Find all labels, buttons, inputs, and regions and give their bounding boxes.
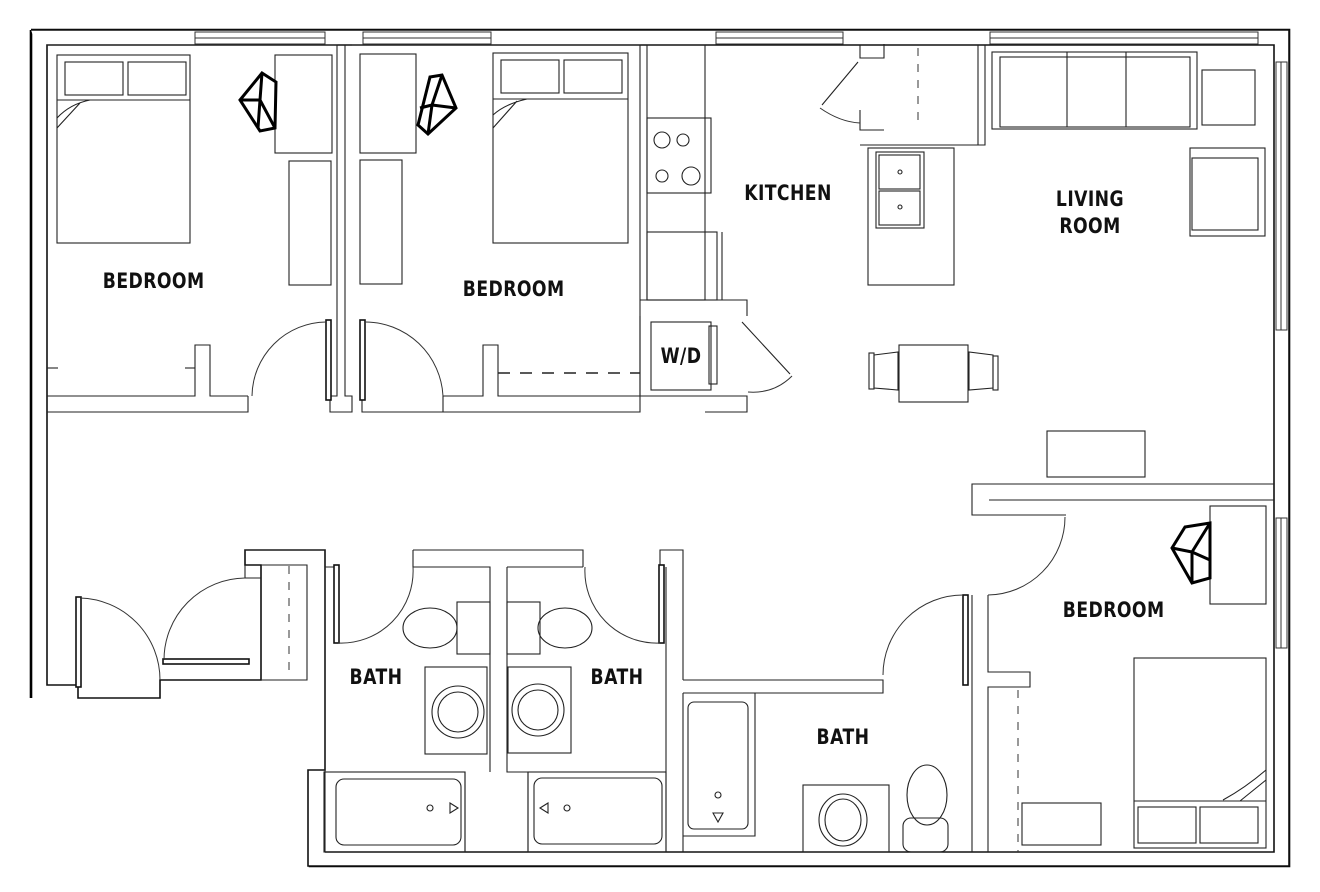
- bed-1: [56, 54, 191, 244]
- coat-closet: [162, 549, 325, 681]
- desk-chair-3: [1170, 521, 1212, 585]
- entry-door: [75, 596, 161, 688]
- bed-3: [1133, 657, 1267, 849]
- room-label-bedroom-1: BEDROOM: [102, 269, 205, 293]
- sink-2: [507, 666, 572, 754]
- sink-1: [424, 666, 488, 755]
- sofa: [991, 51, 1198, 130]
- armchair: [1189, 147, 1266, 237]
- windows: [194, 31, 1288, 649]
- room-label-bath-2: BATH: [590, 665, 644, 689]
- room-label-bath-1: BATH: [349, 665, 403, 689]
- bedroom-1-walls: [47, 44, 353, 413]
- toilet-2: [506, 601, 593, 655]
- toilet-1: [402, 601, 491, 655]
- room-label-kitchen: KITCHEN: [744, 181, 832, 205]
- dresser-3: [1021, 802, 1102, 846]
- bed-2: [492, 52, 629, 244]
- toilet-3: [902, 764, 949, 853]
- desk-chair-2: [416, 73, 458, 137]
- bath-1-walls: [324, 549, 584, 852]
- desk-chair-1: [238, 71, 278, 133]
- bathtub-2: [527, 771, 667, 853]
- dining-table: [868, 344, 999, 403]
- room-label-living-room-line1: LIVING: [1055, 187, 1125, 211]
- sink-3: [802, 784, 890, 853]
- bathtub-3: [687, 701, 749, 830]
- kitchen-island-sink: [867, 147, 955, 286]
- room-label-laundry: W/D: [660, 344, 702, 368]
- exterior-walls: [29, 28, 1291, 868]
- bathtub-1: [323, 771, 466, 853]
- desk-2: [359, 53, 417, 285]
- bedroom-3-walls: [882, 483, 1274, 852]
- room-label-living-room-line2: ROOM: [1059, 214, 1121, 238]
- room-label-bedroom-2: BEDROOM: [462, 277, 565, 301]
- bedroom-2-walls: [352, 44, 641, 413]
- bath-3-walls: [682, 679, 973, 852]
- room-label-bath-3: BATH: [816, 725, 870, 749]
- washer-dryer-closet: [639, 299, 793, 413]
- tv-console: [1046, 430, 1146, 478]
- side-table: [1201, 69, 1256, 126]
- room-label-bedroom-3: BEDROOM: [1062, 598, 1165, 622]
- living-room-walls: [978, 45, 986, 146]
